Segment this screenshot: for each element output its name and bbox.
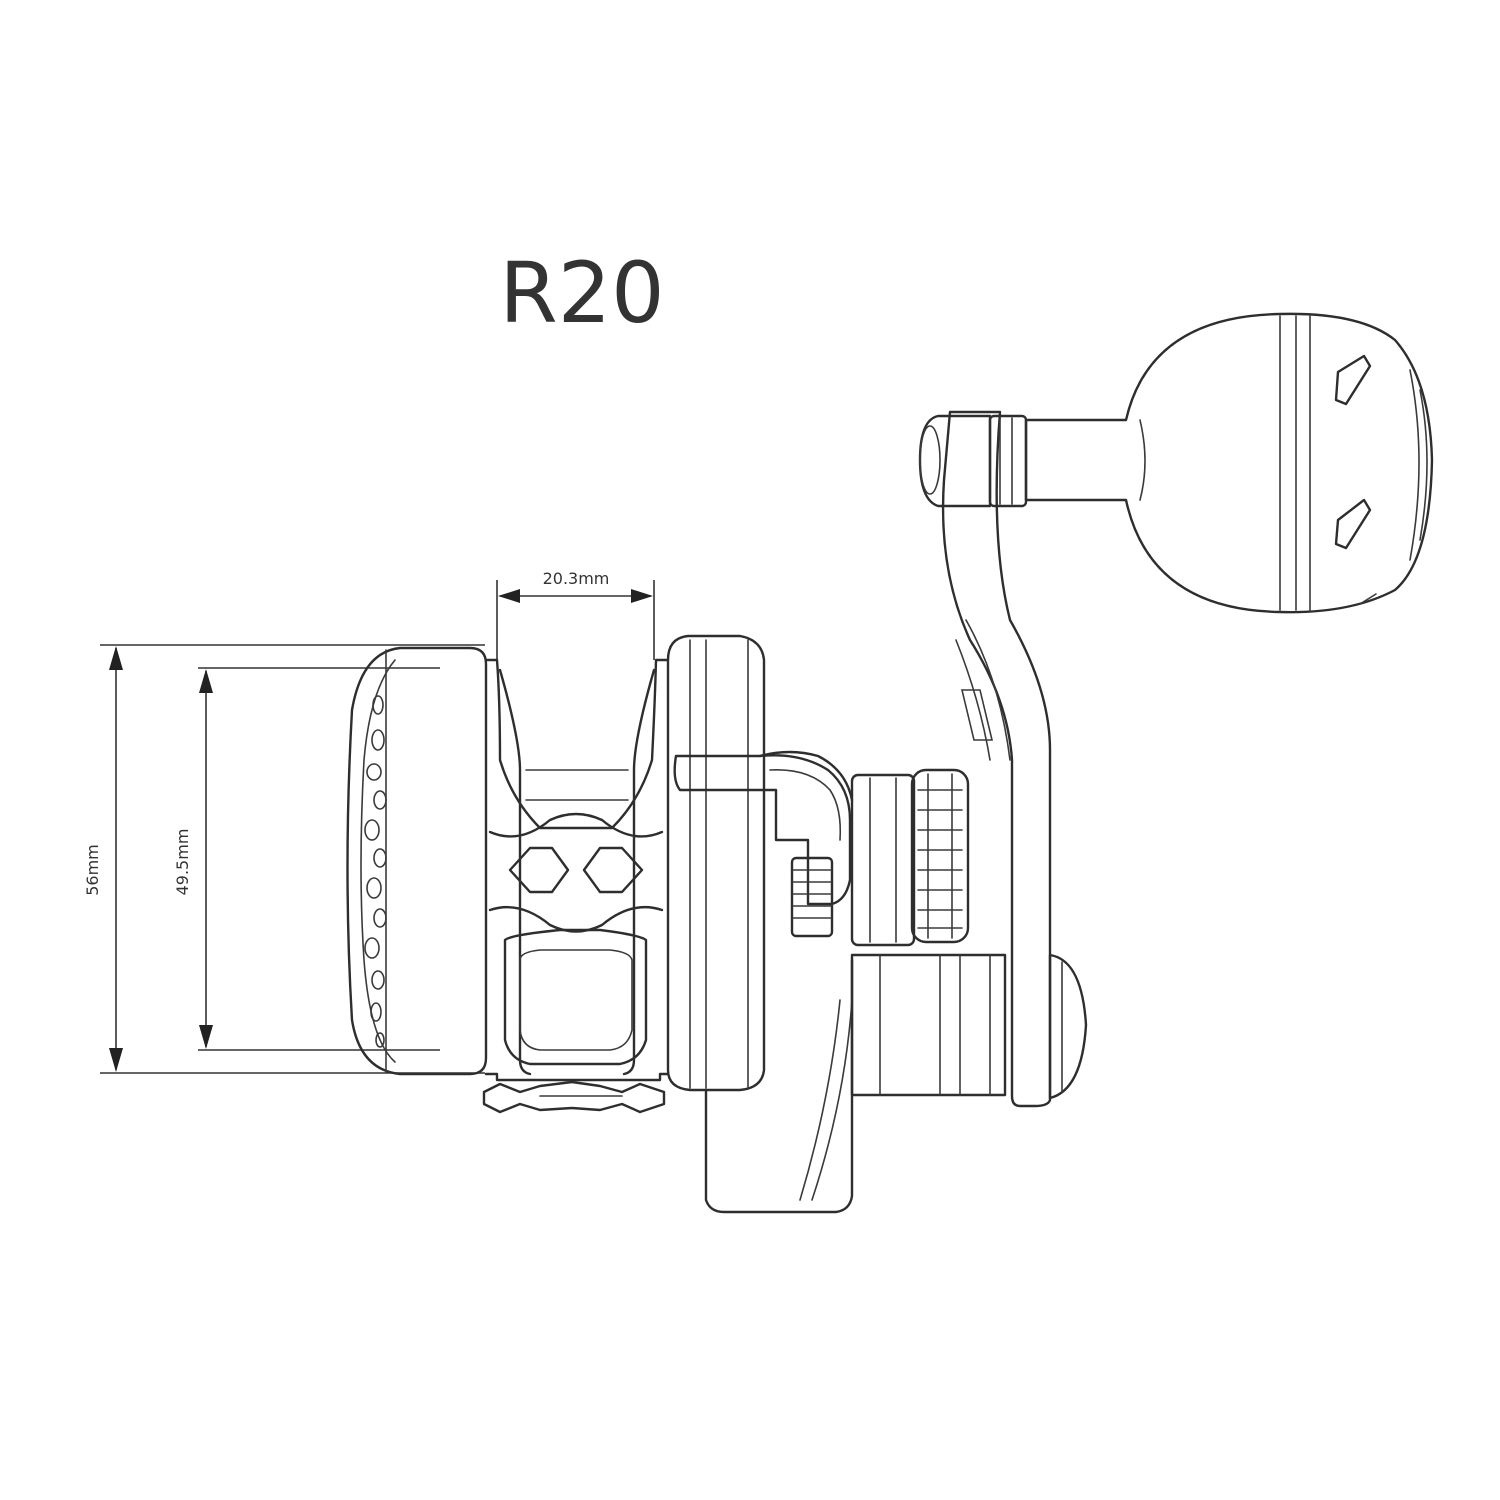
clutch-stack [850,768,970,947]
inner-height-dimension: 49.5mm [173,667,440,1051]
outer-height-dimension: 56mm [83,644,485,1074]
inner-height-label: 49.5mm [173,829,192,896]
frame-cutout-left [508,846,570,894]
spool-width-dimension: 20.3mm [496,569,655,660]
handle-arm [941,410,1052,1108]
handle-knob [918,312,1434,614]
frame-cutout-right [582,846,644,894]
left-side-plate [346,646,488,1076]
grip-slot-bottom [1334,498,1372,550]
grip-slot-top [1334,354,1372,406]
gear-housing [666,634,854,1214]
drag-gear [790,856,834,938]
spool-width-label: 20.3mm [543,569,610,588]
model-title: R20 [499,244,664,342]
handle-shaft [850,953,1088,1100]
handle-end-cap [1048,953,1088,1100]
drag-lever [673,750,854,938]
outer-height-label: 56mm [83,844,102,896]
rod-clamp [482,1080,666,1114]
spool-frame [482,658,670,1114]
side-plate-holes [364,695,387,1048]
drag-knob [910,768,970,944]
